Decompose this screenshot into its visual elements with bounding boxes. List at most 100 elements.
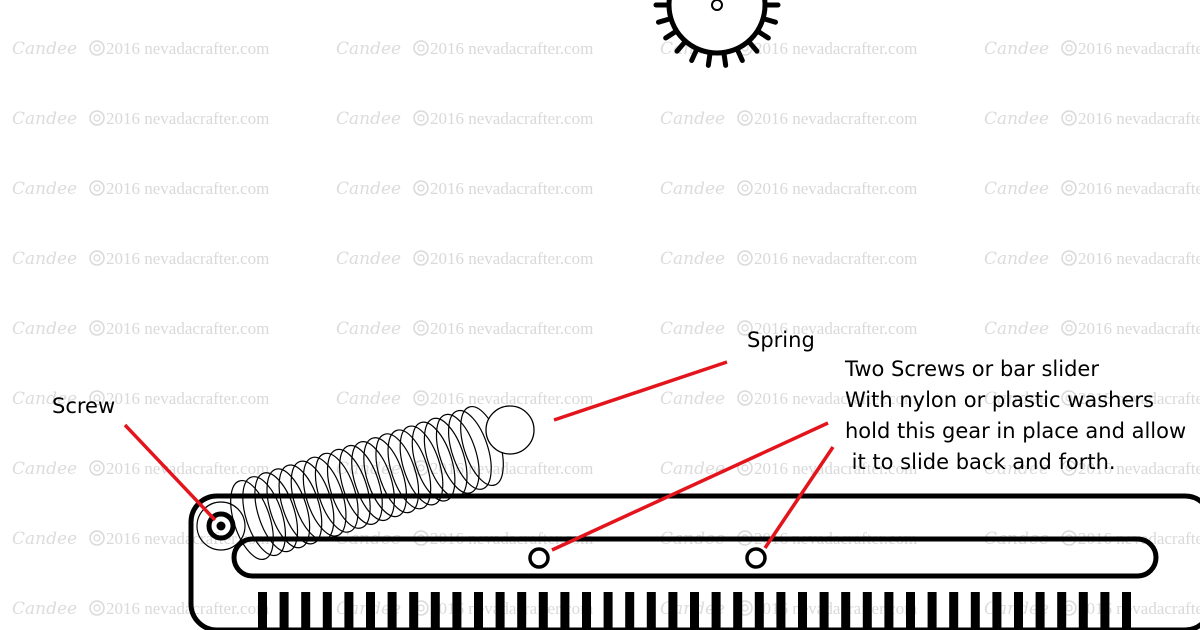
rack-tooth: [517, 592, 527, 630]
svg-text:Candee: Candee: [336, 319, 401, 339]
spring-coil: [326, 448, 371, 529]
rack-tooth: [258, 592, 267, 630]
spring-end-ball: [485, 405, 535, 455]
svg-text:Candee: Candee: [660, 249, 725, 269]
spring-coil: [351, 441, 395, 522]
rack-tooth: [538, 592, 548, 630]
spring-coil: [375, 433, 420, 514]
svg-text:Candee: Candee: [12, 459, 77, 479]
svg-text:2016 nevadacrafter.com: 2016 nevadacrafter.com: [754, 249, 917, 268]
svg-text:2016 nevadacrafter.com: 2016 nevadacrafter.com: [754, 319, 917, 338]
rack-tooth: [1122, 592, 1131, 630]
rack-tooth: [322, 592, 332, 630]
spring-label: Spring: [747, 328, 815, 352]
gear-tooth: [721, 51, 729, 68]
watermark-stamp: Candee 2016 nevadacrafter.com: [660, 389, 917, 409]
rack-tooth: [603, 592, 613, 630]
spring-coil: [254, 472, 299, 553]
watermark-stamp: Candee 2016 nevadacrafter.com: [660, 319, 917, 339]
svg-text:Candee: Candee: [984, 389, 1049, 409]
slider-note-line-1: Two Screws or bar slider: [844, 357, 1099, 381]
gear-tooth: [674, 40, 687, 54]
svg-text:Candee: Candee: [984, 319, 1049, 339]
gear-tooth: [735, 47, 745, 63]
svg-text:2016 nevadacrafter.com: 2016 nevadacrafter.com: [430, 389, 593, 408]
svg-text:Candee: Candee: [12, 599, 77, 619]
rack-tooth: [1035, 592, 1045, 630]
spring-coil: [242, 476, 287, 557]
watermark-stamp: Candee 2016 nevadacrafter.com: [12, 459, 269, 479]
watermark-stamp: Candee 2016 nevadacrafter.com: [336, 319, 593, 339]
watermark-stamp: Candee 2016 nevadacrafter.com: [336, 39, 593, 59]
gear-tooth: [747, 40, 760, 54]
rack-body: [188, 493, 1200, 630]
watermark-stamp: Candee 2016 nevadacrafter.com: [984, 249, 1200, 269]
rack-tooth: [776, 592, 786, 630]
watermark-stamp: Candee 2016 nevadacrafter.com: [984, 459, 1200, 479]
svg-text:2016 nevadacrafter.com: 2016 nevadacrafter.com: [106, 109, 269, 128]
screw-head: [206, 511, 236, 541]
screw-center: [216, 521, 226, 531]
spring-callout-line: [553, 360, 728, 422]
svg-text:2016 nevadacrafter.com: 2016 nevadacrafter.com: [430, 249, 593, 268]
rack-tooth: [1014, 592, 1023, 630]
rack-tooth: [862, 592, 872, 630]
svg-text:Candee: Candee: [336, 389, 401, 409]
svg-text:2016 nevadacrafter.com: 2016 nevadacrafter.com: [1078, 459, 1200, 478]
watermark-stamp: Candee 2016 nevadacrafter.com: [336, 389, 593, 409]
svg-text:Candee: Candee: [984, 109, 1049, 129]
rack-tooth: [279, 592, 289, 630]
rack-tooth: [409, 592, 419, 630]
spring-coil: [302, 456, 347, 537]
rack-tooth: [474, 592, 483, 630]
slider-right-callout-line: [763, 446, 835, 549]
svg-text:2016 nevadacrafter.com: 2016 nevadacrafter.com: [1078, 179, 1200, 198]
watermark-stamp: Candee 2016 nevadacrafter.com: [984, 389, 1200, 409]
svg-text:2016 nevadacrafter.com: 2016 nevadacrafter.com: [1078, 599, 1200, 618]
svg-text:Candee: Candee: [12, 529, 77, 549]
rack-tooth: [625, 592, 635, 630]
watermark-stamp: Candee 2016 nevadacrafter.com: [984, 179, 1200, 199]
rack-tooth: [733, 592, 743, 630]
watermark-stamp: Candee 2016 nevadacrafter.com: [336, 249, 593, 269]
watermark-stamp: Candee 2016 nevadacrafter.com: [984, 319, 1200, 339]
svg-text:Candee: Candee: [984, 459, 1049, 479]
svg-text:Candee: Candee: [12, 179, 77, 199]
svg-text:2016 nevadacrafter.com: 2016 nevadacrafter.com: [430, 599, 593, 618]
rack-tooth: [884, 592, 894, 630]
svg-text:Candee: Candee: [12, 249, 77, 269]
spring-coil: [387, 429, 432, 510]
svg-text:2016 nevadacrafter.com: 2016 nevadacrafter.com: [754, 39, 917, 58]
svg-text:2016 nevadacrafter.com: 2016 nevadacrafter.com: [430, 459, 593, 478]
svg-text:Candee: Candee: [12, 319, 77, 339]
watermark-stamp: Candee 2016 nevadacrafter.com: [336, 109, 593, 129]
svg-text:2016 nevadacrafter.com: 2016 nevadacrafter.com: [106, 459, 269, 478]
rack-tooth: [690, 592, 699, 630]
svg-text:2016 nevadacrafter.com: 2016 nevadacrafter.com: [754, 389, 917, 408]
small-gear-hub: [711, 0, 723, 11]
svg-text:2016 nevadacrafter.com: 2016 nevadacrafter.com: [430, 39, 593, 58]
spring-coil: [447, 409, 492, 490]
spring-coil: [399, 425, 444, 506]
watermark-stamp: Candee 2016 nevadacrafter.com: [336, 179, 593, 199]
svg-text:2016 nevadacrafter.com: 2016 nevadacrafter.com: [106, 389, 269, 408]
rack-tooth: [992, 592, 1002, 630]
svg-text:Candee: Candee: [12, 389, 77, 409]
watermark-stamp: Candee 2016 nevadacrafter.com: [660, 459, 917, 479]
rack-tooth: [668, 592, 678, 630]
rack-tooth: [301, 592, 311, 630]
svg-text:2016 nevadacrafter.com: 2016 nevadacrafter.com: [106, 39, 269, 58]
rack-tooth: [949, 592, 959, 630]
spring-coil: [411, 421, 456, 502]
gear-tooth: [762, 16, 779, 25]
svg-text:Candee: Candee: [660, 389, 725, 409]
slider-note-line-4: it to slide back and forth.: [845, 450, 1116, 474]
svg-text:2016 nevadacrafter.com: 2016 nevadacrafter.com: [430, 179, 593, 198]
rack-tooth: [1057, 592, 1067, 630]
rack-tooth: [344, 592, 354, 630]
rack-tooth: [366, 592, 375, 630]
svg-text:2016 nevadacrafter.com: 2016 nevadacrafter.com: [106, 319, 269, 338]
rack-tooth: [1078, 592, 1088, 630]
